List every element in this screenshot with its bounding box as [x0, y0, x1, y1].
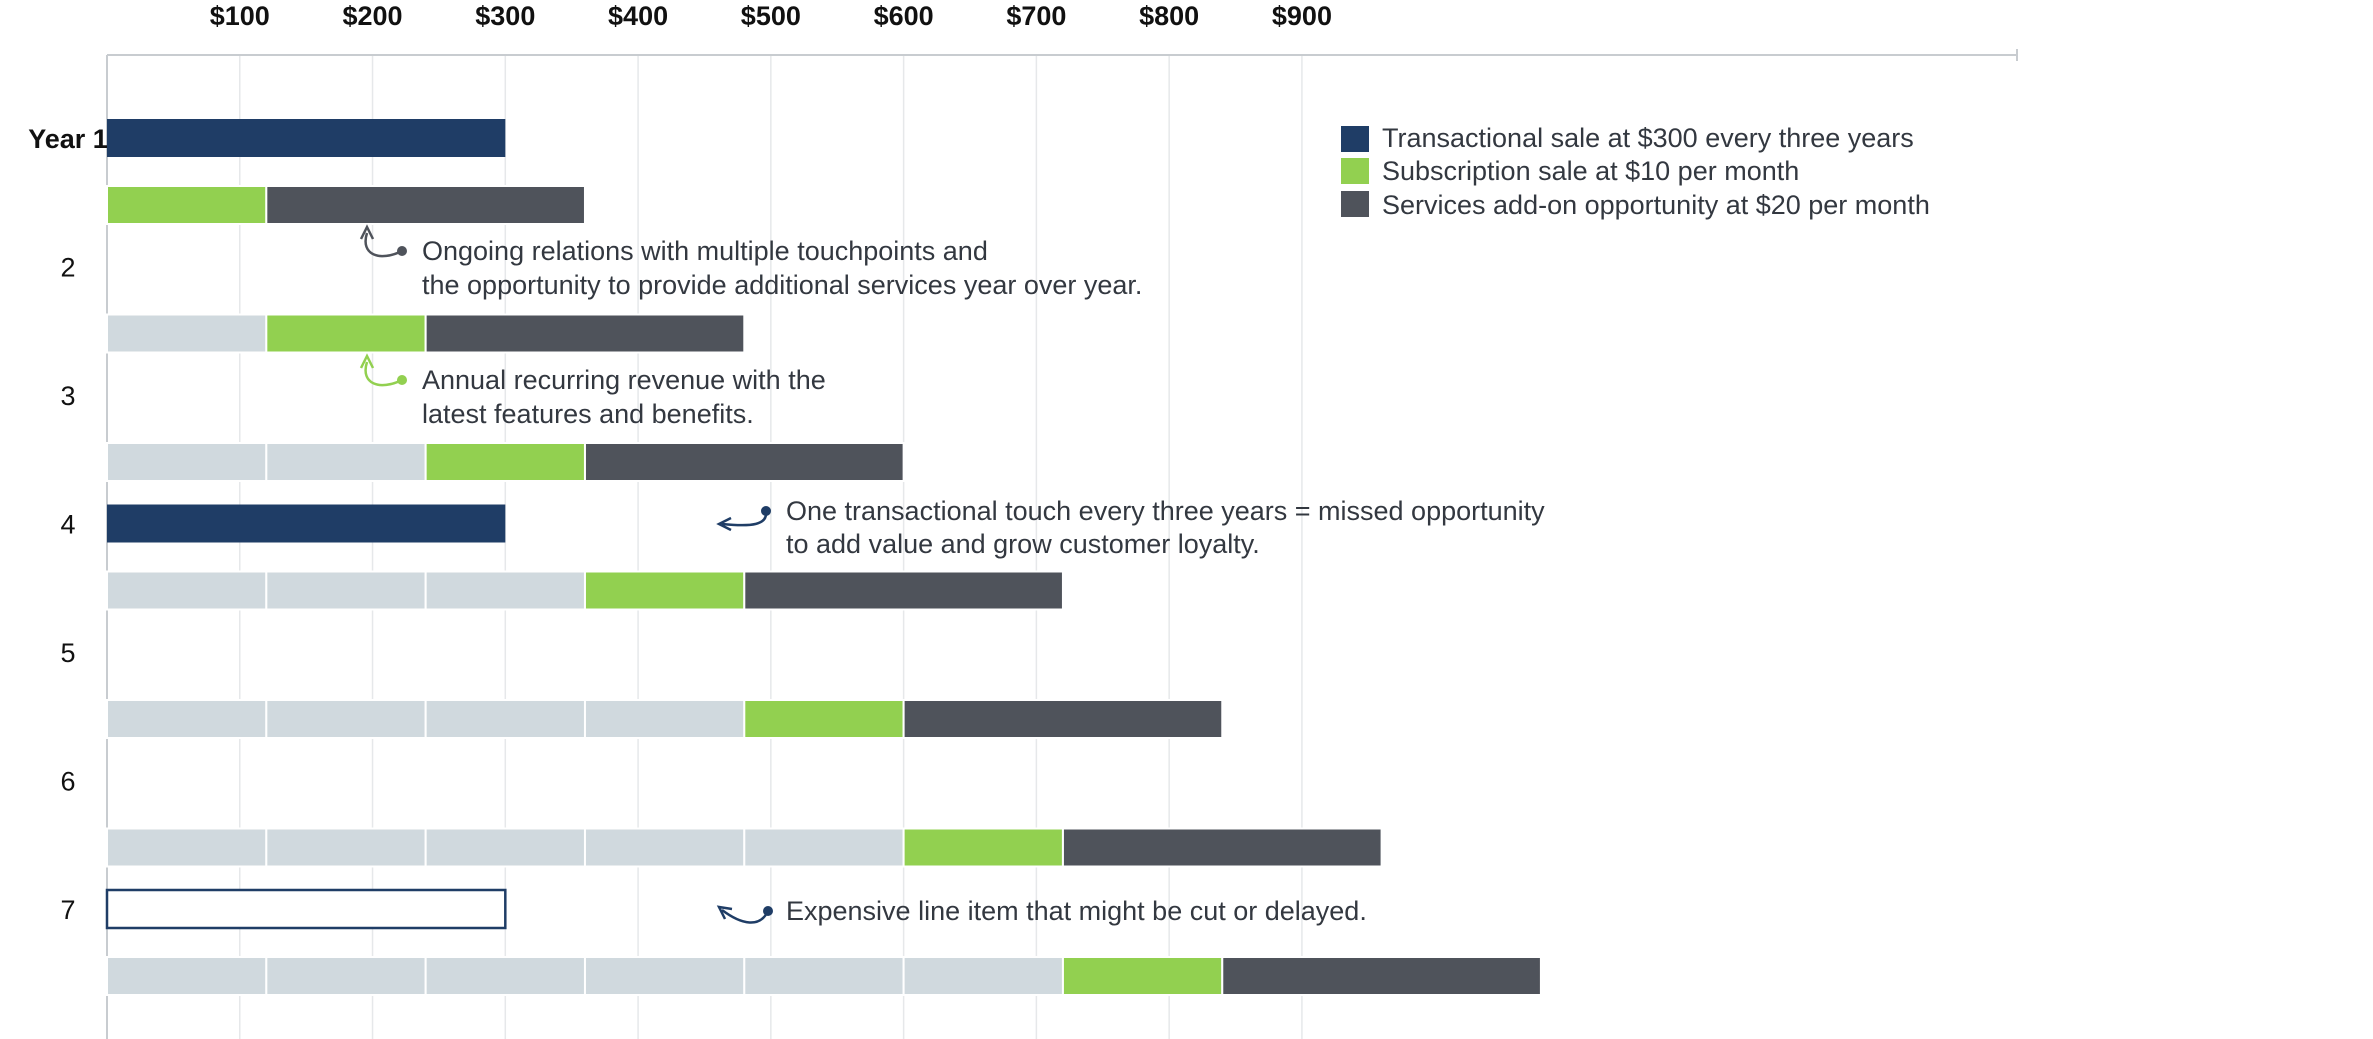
- bar-services-2: [424, 313, 746, 354]
- annotation-subscription-arrow: [364, 361, 403, 387]
- x-tick-label-900: $900: [1272, 1, 1332, 31]
- annotation-services-arrowhead: [359, 224, 375, 240]
- bar-subscription-6: [902, 827, 1064, 868]
- annotation-expensive-dot: [763, 906, 773, 916]
- bar-history-5-3: [424, 699, 586, 739]
- annotation-subscription-dot: [397, 375, 407, 385]
- bar-history-2-1: [106, 313, 268, 354]
- x-tick-label-600: $600: [874, 1, 934, 31]
- bar-transactional-4: [107, 504, 506, 543]
- bar-history-6-4: [583, 827, 746, 868]
- y-label-6: 6: [60, 767, 75, 797]
- bar-history-4-2: [265, 570, 427, 611]
- bar-history-3-1: [106, 442, 268, 482]
- y-label-2: 2: [60, 253, 75, 283]
- annotation-transactional-dot: [761, 506, 771, 516]
- annotation-subscription: Annual recurring revenue with the latest…: [359, 353, 826, 429]
- bar-history-7-4: [583, 956, 746, 996]
- x-tick-label-300: $300: [475, 1, 535, 31]
- x-tick-label-400: $400: [608, 1, 668, 31]
- annotation-transactional-arrowhead: [716, 516, 732, 532]
- legend-label-subscription: Subscription sale at $10 per month: [1382, 156, 1799, 186]
- y-label-1: Year 1: [28, 124, 108, 154]
- annotation-services-line-1: Ongoing relations with multiple touchpoi…: [422, 236, 988, 266]
- legend-label-services: Services add-on opportunity at $20 per m…: [1382, 190, 1930, 220]
- annotation-expensive-arrow: [721, 908, 770, 924]
- x-tick-label-700: $700: [1006, 1, 1066, 31]
- annotation-services-arrow: [364, 232, 403, 258]
- annotation-subscription-arrowhead: [359, 353, 375, 369]
- bar-subscription-4: [583, 570, 746, 611]
- annotation-transactional: One transactional touch every three year…: [716, 496, 1545, 559]
- annotation-services-line-2: the opportunity to provide additional se…: [422, 270, 1142, 300]
- annotation-transactional-line-2: to add value and grow customer loyalty.: [786, 529, 1260, 559]
- bar-history-7-1: [106, 956, 268, 996]
- x-tick-label-100: $100: [210, 1, 270, 31]
- bar-services-7: [1221, 956, 1542, 996]
- bar-subscription-5: [743, 699, 905, 739]
- legend-label-transactional: Transactional sale at $300 every three y…: [1382, 123, 1914, 153]
- bar-history-6-5: [743, 827, 905, 868]
- bar-history-4-3: [424, 570, 586, 611]
- x-tick-label-200: $200: [343, 1, 403, 31]
- bar-history-7-5: [743, 956, 905, 996]
- annotation-subscription-line-2: latest features and benefits.: [422, 399, 754, 429]
- label-layer: $100 $200 $300 $400 $500 $600 $700 $800 $900Year…: [28, 1, 1332, 925]
- legend-swatch-subscription: [1341, 158, 1369, 184]
- bar-subscription-7: [1061, 956, 1224, 996]
- bar-history-5-4: [583, 699, 746, 739]
- y-label-7: 7: [60, 895, 75, 925]
- annotation-expensive: Expensive line item that might be cut or…: [716, 896, 1367, 926]
- bar-history-7-3: [424, 956, 586, 996]
- legend-swatch-services: [1341, 191, 1369, 217]
- bar-history-6-1: [106, 827, 268, 868]
- bar-history-6-2: [265, 827, 427, 868]
- bar-history-3-2: [265, 442, 427, 482]
- bar-services-6: [1061, 827, 1383, 868]
- annotation-services: Ongoing relations with multiple touchpoi…: [359, 224, 1142, 300]
- bar-history-5-2: [265, 699, 427, 739]
- bar-services-4: [743, 570, 1064, 611]
- annotation-expensive-line-1: Expensive line item that might be cut or…: [786, 896, 1367, 926]
- y-label-3: 3: [60, 381, 75, 411]
- bar-history-5-1: [106, 699, 268, 739]
- bar-subscription-2: [265, 313, 427, 354]
- bar-services-1: [265, 185, 586, 225]
- annotation-expensive-arrowhead: [716, 905, 733, 920]
- annotation-subscription-line-1: Annual recurring revenue with the: [422, 365, 826, 395]
- bar-services-5: [902, 699, 1224, 739]
- legend: Transactional sale at $300 every three y…: [1341, 123, 1930, 220]
- bar-services-3: [583, 442, 905, 482]
- y-label-4: 4: [60, 510, 75, 540]
- x-tick-label-800: $800: [1139, 1, 1199, 31]
- bar-subscription-3: [424, 442, 586, 482]
- annotation-transactional-line-1: One transactional touch every three year…: [786, 496, 1545, 526]
- y-label-5: 5: [60, 638, 75, 668]
- bar-transactional-7: [105, 888, 507, 930]
- legend-swatch-transactional: [1341, 126, 1369, 152]
- bar-history-6-3: [424, 827, 586, 868]
- annotations: Ongoing relations with multiple touchpoi…: [359, 224, 1545, 926]
- bar-transactional-1: [107, 119, 506, 157]
- annotation-services-dot: [397, 246, 407, 256]
- bar-subscription-1: [106, 185, 268, 225]
- bar-layer: [105, 119, 1542, 996]
- x-tick-label-500: $500: [741, 1, 801, 31]
- bar-history-7-6: [902, 956, 1064, 996]
- bar-history-7-2: [265, 956, 427, 996]
- bar-history-4-1: [106, 570, 268, 611]
